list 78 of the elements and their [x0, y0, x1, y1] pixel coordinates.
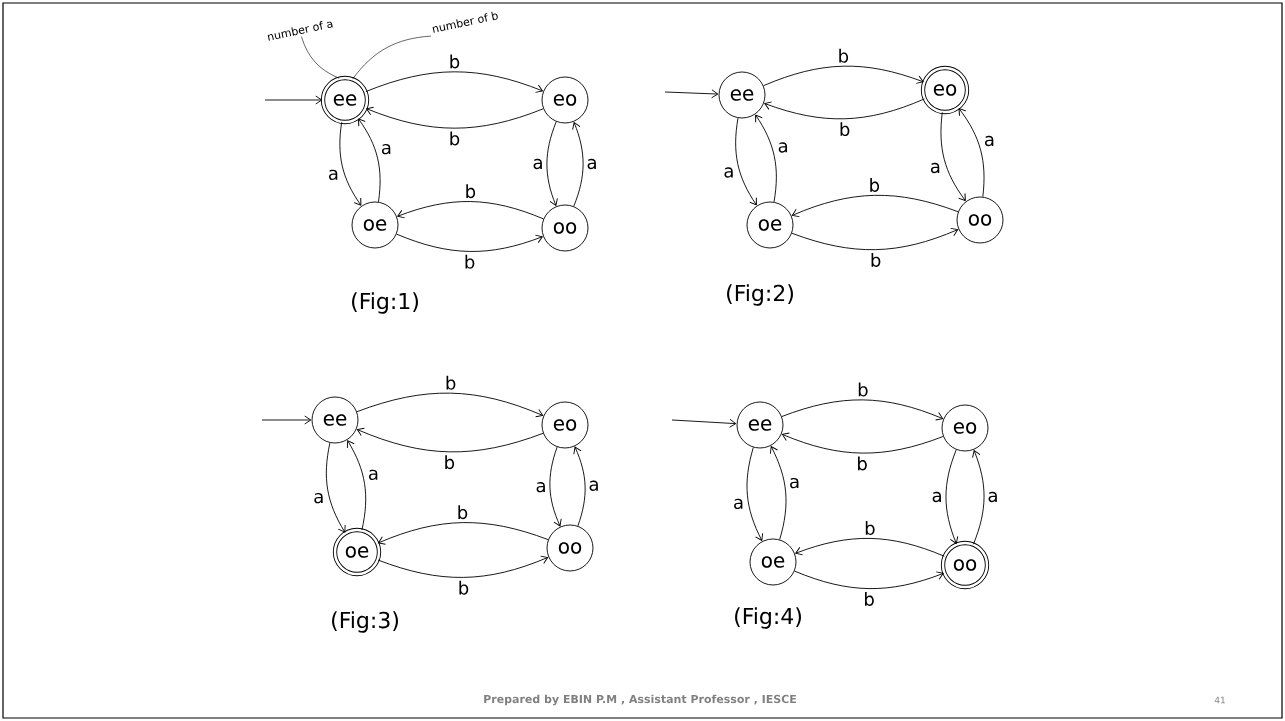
- edge-label: b: [858, 456, 867, 471]
- transition-arrow: [366, 106, 544, 129]
- transition-arrow: [339, 121, 362, 206]
- edge-label: b: [865, 521, 875, 535]
- start-arrow: [261, 415, 312, 425]
- transition-arrow: [781, 399, 944, 421]
- edge-label: b: [870, 178, 880, 192]
- transition-arrow: [763, 65, 924, 87]
- transition-arrow: [794, 570, 944, 590]
- transition-arrow: [572, 122, 584, 207]
- transition-arrow: [755, 114, 777, 203]
- transition-arrow: [764, 98, 925, 120]
- annotation-text: number of a: [267, 20, 333, 41]
- start-arrow: [664, 89, 719, 99]
- transition-arrow: [549, 446, 562, 527]
- transition-arrow: [958, 108, 985, 198]
- edge-label: a: [587, 158, 596, 170]
- transition-arrow: [769, 446, 787, 540]
- figure-caption: (Fig:2): [727, 284, 793, 306]
- edge-label: a: [536, 482, 545, 493]
- edge-label: b: [839, 48, 849, 63]
- edge-label: a: [589, 480, 598, 491]
- edge-label: a: [930, 162, 940, 174]
- edge-label: a: [328, 169, 338, 180]
- transition-arrow: [791, 227, 959, 251]
- transition-arrow: [396, 233, 543, 252]
- transition-arrow: [377, 522, 549, 545]
- transition-arrow: [945, 449, 959, 544]
- edge-label: a: [314, 493, 323, 504]
- transition-arrow: [795, 537, 945, 557]
- leader-line: [301, 36, 340, 79]
- edge-label: a: [734, 498, 743, 510]
- page-number: 41: [1214, 696, 1225, 704]
- edge-label: b: [858, 382, 868, 397]
- figure-caption: (Fig:1): [352, 292, 418, 314]
- edge-label: b: [459, 580, 469, 595]
- edge-label: b: [450, 131, 460, 146]
- edge-label: b: [466, 184, 476, 199]
- edge-label: b: [840, 122, 850, 137]
- transition-arrow: [746, 447, 764, 541]
- transition-arrow: [546, 121, 558, 206]
- transition-arrow: [397, 201, 544, 220]
- edge-label: a: [381, 144, 391, 155]
- edge-label: b: [446, 375, 456, 390]
- edge-label: b: [450, 54, 460, 69]
- transition-arrow: [377, 555, 549, 578]
- edge-label: a: [778, 142, 788, 153]
- transition-arrow: [356, 427, 544, 453]
- start-arrow: [671, 418, 737, 428]
- edge-label: b: [458, 505, 468, 520]
- transition-arrow: [972, 450, 985, 545]
- edge-label: b: [871, 253, 881, 267]
- transition-arrow: [791, 194, 959, 218]
- edge-label: a: [985, 135, 994, 147]
- edge-label: b: [465, 254, 475, 269]
- edge-label: b: [865, 592, 874, 606]
- transition-arrow: [573, 446, 586, 527]
- figure-caption: (Fig:3): [332, 611, 398, 633]
- transition-arrow: [356, 392, 544, 418]
- edge-label: a: [988, 491, 997, 503]
- footer-text: Prepared by EBIN P.M , Assistant Professor , IESCE: [484, 694, 796, 706]
- transition-arrow: [781, 432, 944, 454]
- transition-arrow: [358, 118, 381, 203]
- leader-line: [352, 35, 432, 80]
- edge-label: a: [790, 477, 799, 489]
- transition-arrow: [346, 440, 367, 531]
- figure-caption: (Fig:4): [735, 607, 801, 629]
- transition-arrow: [940, 111, 966, 202]
- start-arrow: [264, 95, 323, 105]
- edge-label: a: [932, 491, 941, 503]
- edge-label: a: [724, 167, 733, 178]
- edge-label: a: [369, 469, 378, 480]
- edge-label: b: [445, 455, 455, 470]
- transition-arrow: [325, 442, 346, 533]
- transition-arrow: [735, 117, 757, 206]
- transition-arrow: [365, 71, 543, 93]
- annotation-text: number of b: [432, 11, 498, 33]
- edge-label: a: [533, 158, 542, 170]
